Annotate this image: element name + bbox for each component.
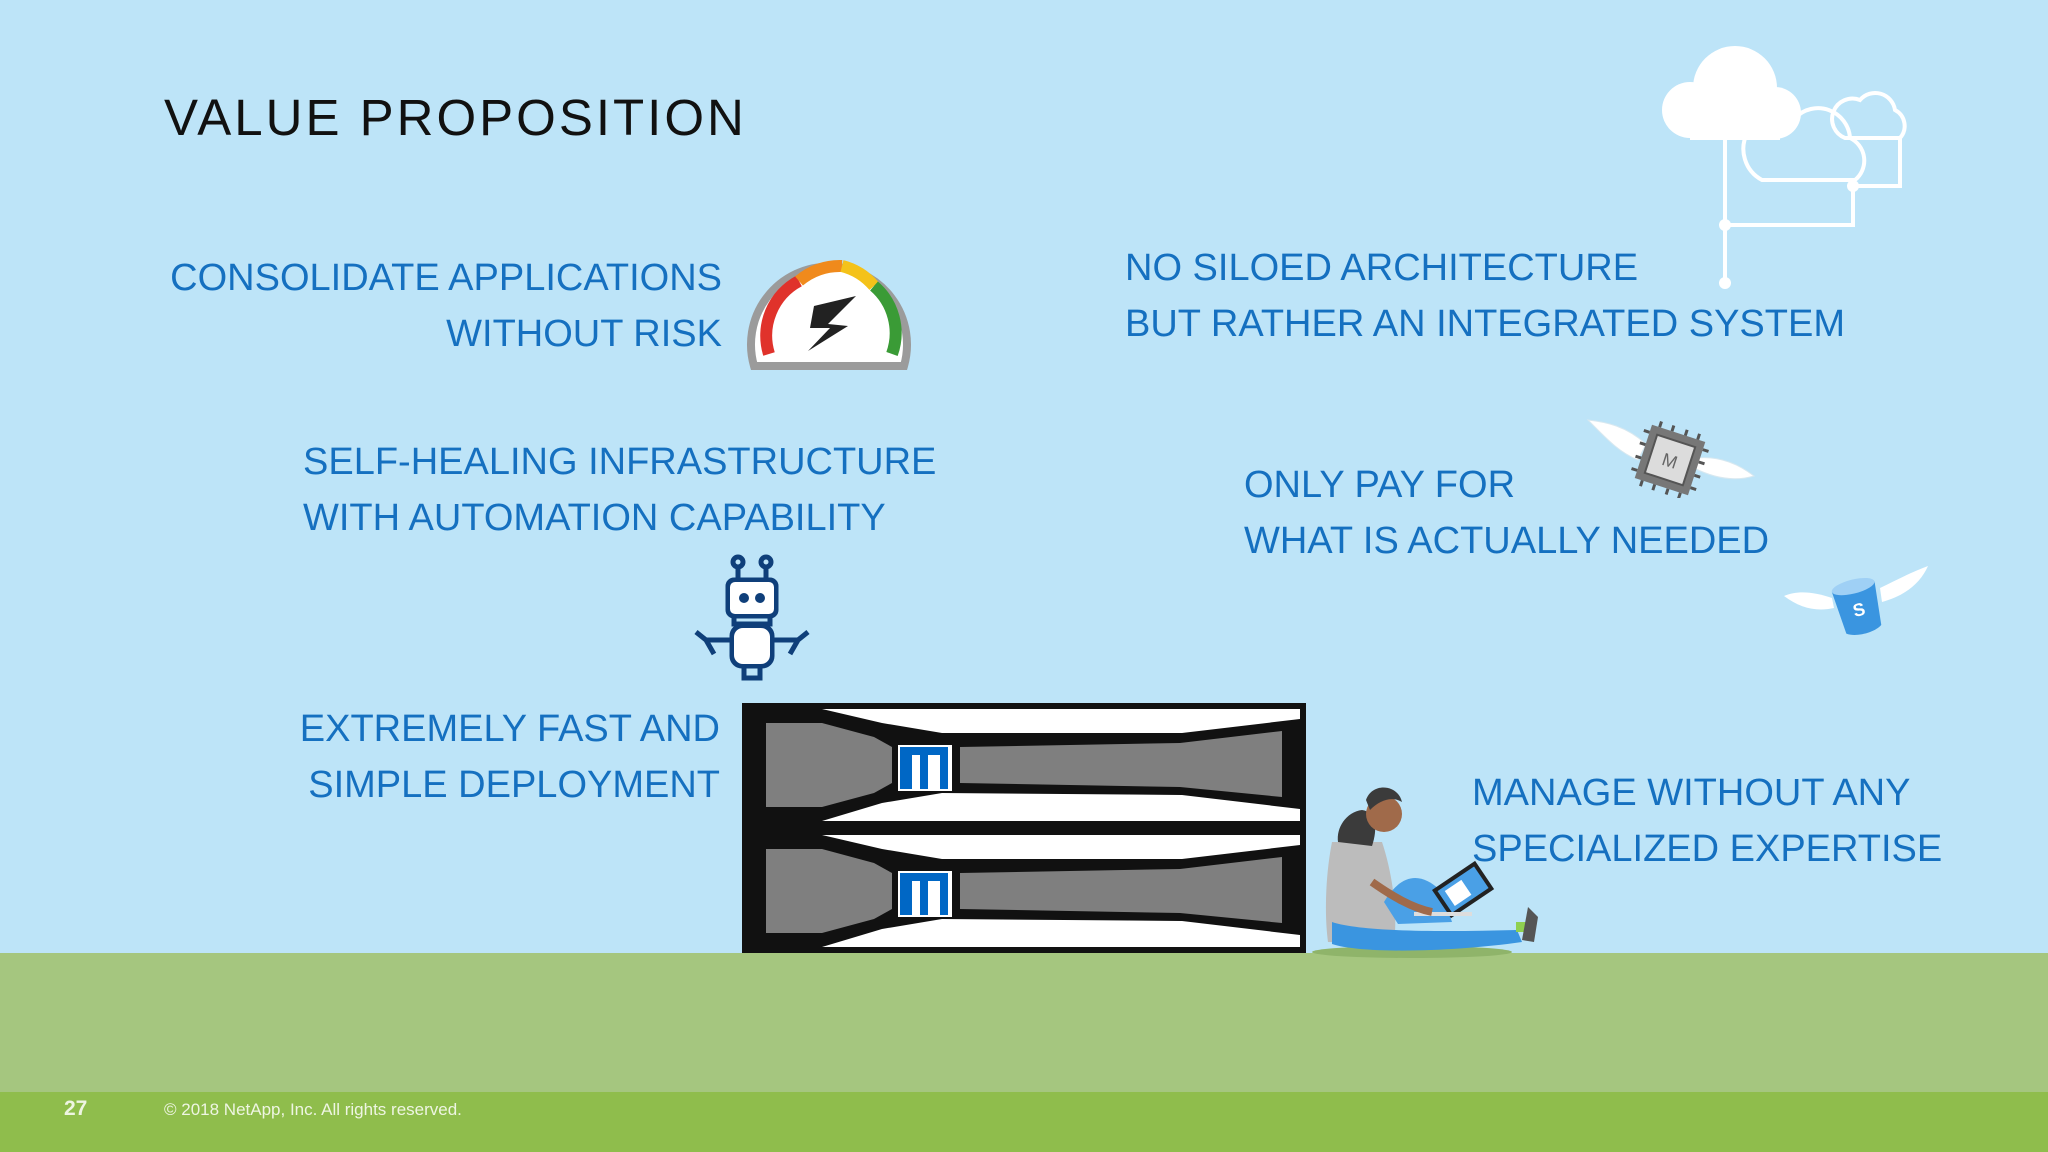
cloud-network-icon [1662,46,1907,289]
footer-bar [0,1092,2048,1152]
statement-deploy: EXTREMELY FAST AND SIMPLE DEPLOYMENT [299,708,720,806]
statement-manage: MANAGE WITHOUT ANY SPECIALIZED EXPERTISE [1472,772,1943,870]
speedometer-icon [747,259,911,370]
robot-icon [694,554,810,681]
bucket-letter: S [1851,599,1867,621]
statement-no-siloed: NO SILOED ARCHITECTURE BUT RATHER AN INT… [1125,247,1845,345]
server-stack-icon [742,703,1306,953]
person-with-laptop-illustration [1312,787,1538,958]
page-number: 27 [64,1097,88,1120]
copyright-text: © 2018 NetApp, Inc. All rights reserved. [164,1100,462,1119]
slide-title: VALUE PROPOSITION [164,89,747,146]
statement-consolidate: CONSOLIDATE APPLICATIONS WITHOUT RISK [170,257,722,355]
statement-self-healing: SELF-HEALING INFRASTRUCTURE WITH AUTOMAT… [303,441,937,539]
statement-pay: ONLY PAY FOR WHAT IS ACTUALLY NEEDED [1244,464,1770,562]
winged-chip-icon: M [1586,419,1756,498]
grass-ground [0,953,2048,1092]
chip-letter: M [1659,449,1679,473]
winged-storage-bucket-icon: S [1784,566,1928,636]
